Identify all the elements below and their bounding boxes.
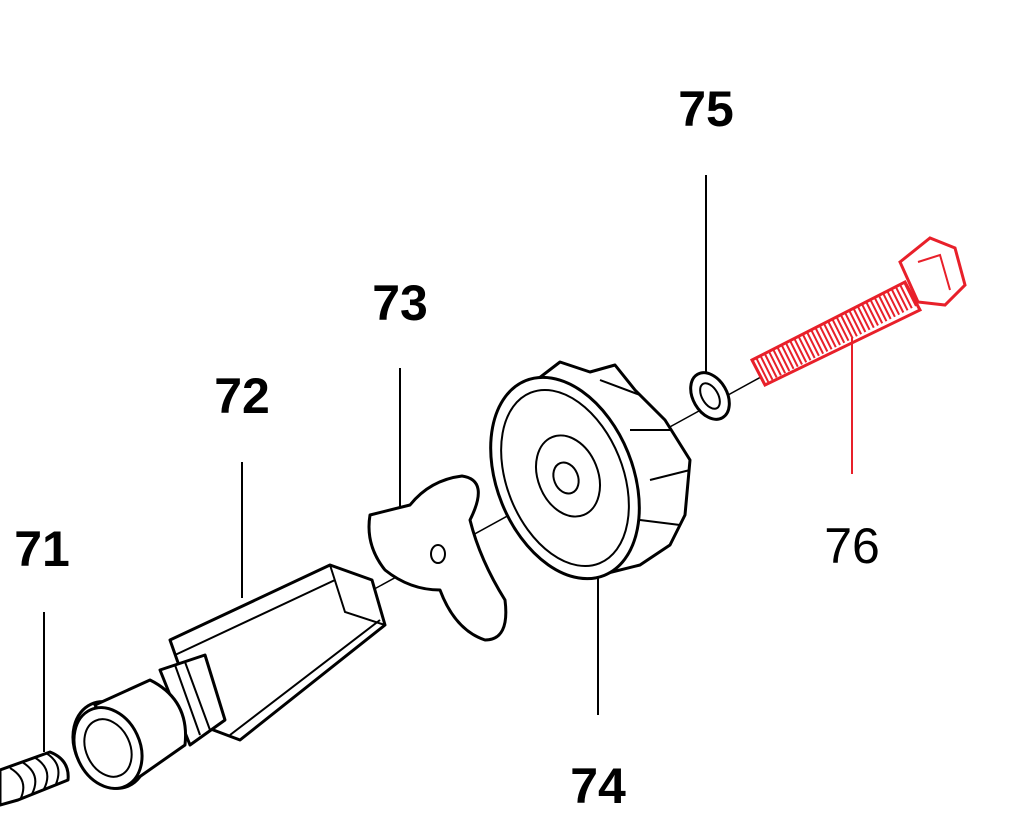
label-72: 72 — [214, 368, 270, 424]
label-71: 71 — [14, 521, 70, 577]
part-73-key-plate[interactable] — [367, 474, 508, 642]
part-75-washer[interactable] — [683, 366, 737, 426]
label-73: 73 — [372, 275, 428, 331]
label-76: 76 — [824, 518, 880, 574]
part-76-bolt[interactable] — [749, 236, 967, 387]
part-74-knob[interactable] — [463, 355, 692, 601]
label-75: 75 — [678, 81, 734, 137]
part-72-hex-body[interactable] — [59, 563, 387, 801]
label-74: 74 — [570, 758, 626, 814]
part-71-spring[interactable] — [0, 750, 70, 807]
